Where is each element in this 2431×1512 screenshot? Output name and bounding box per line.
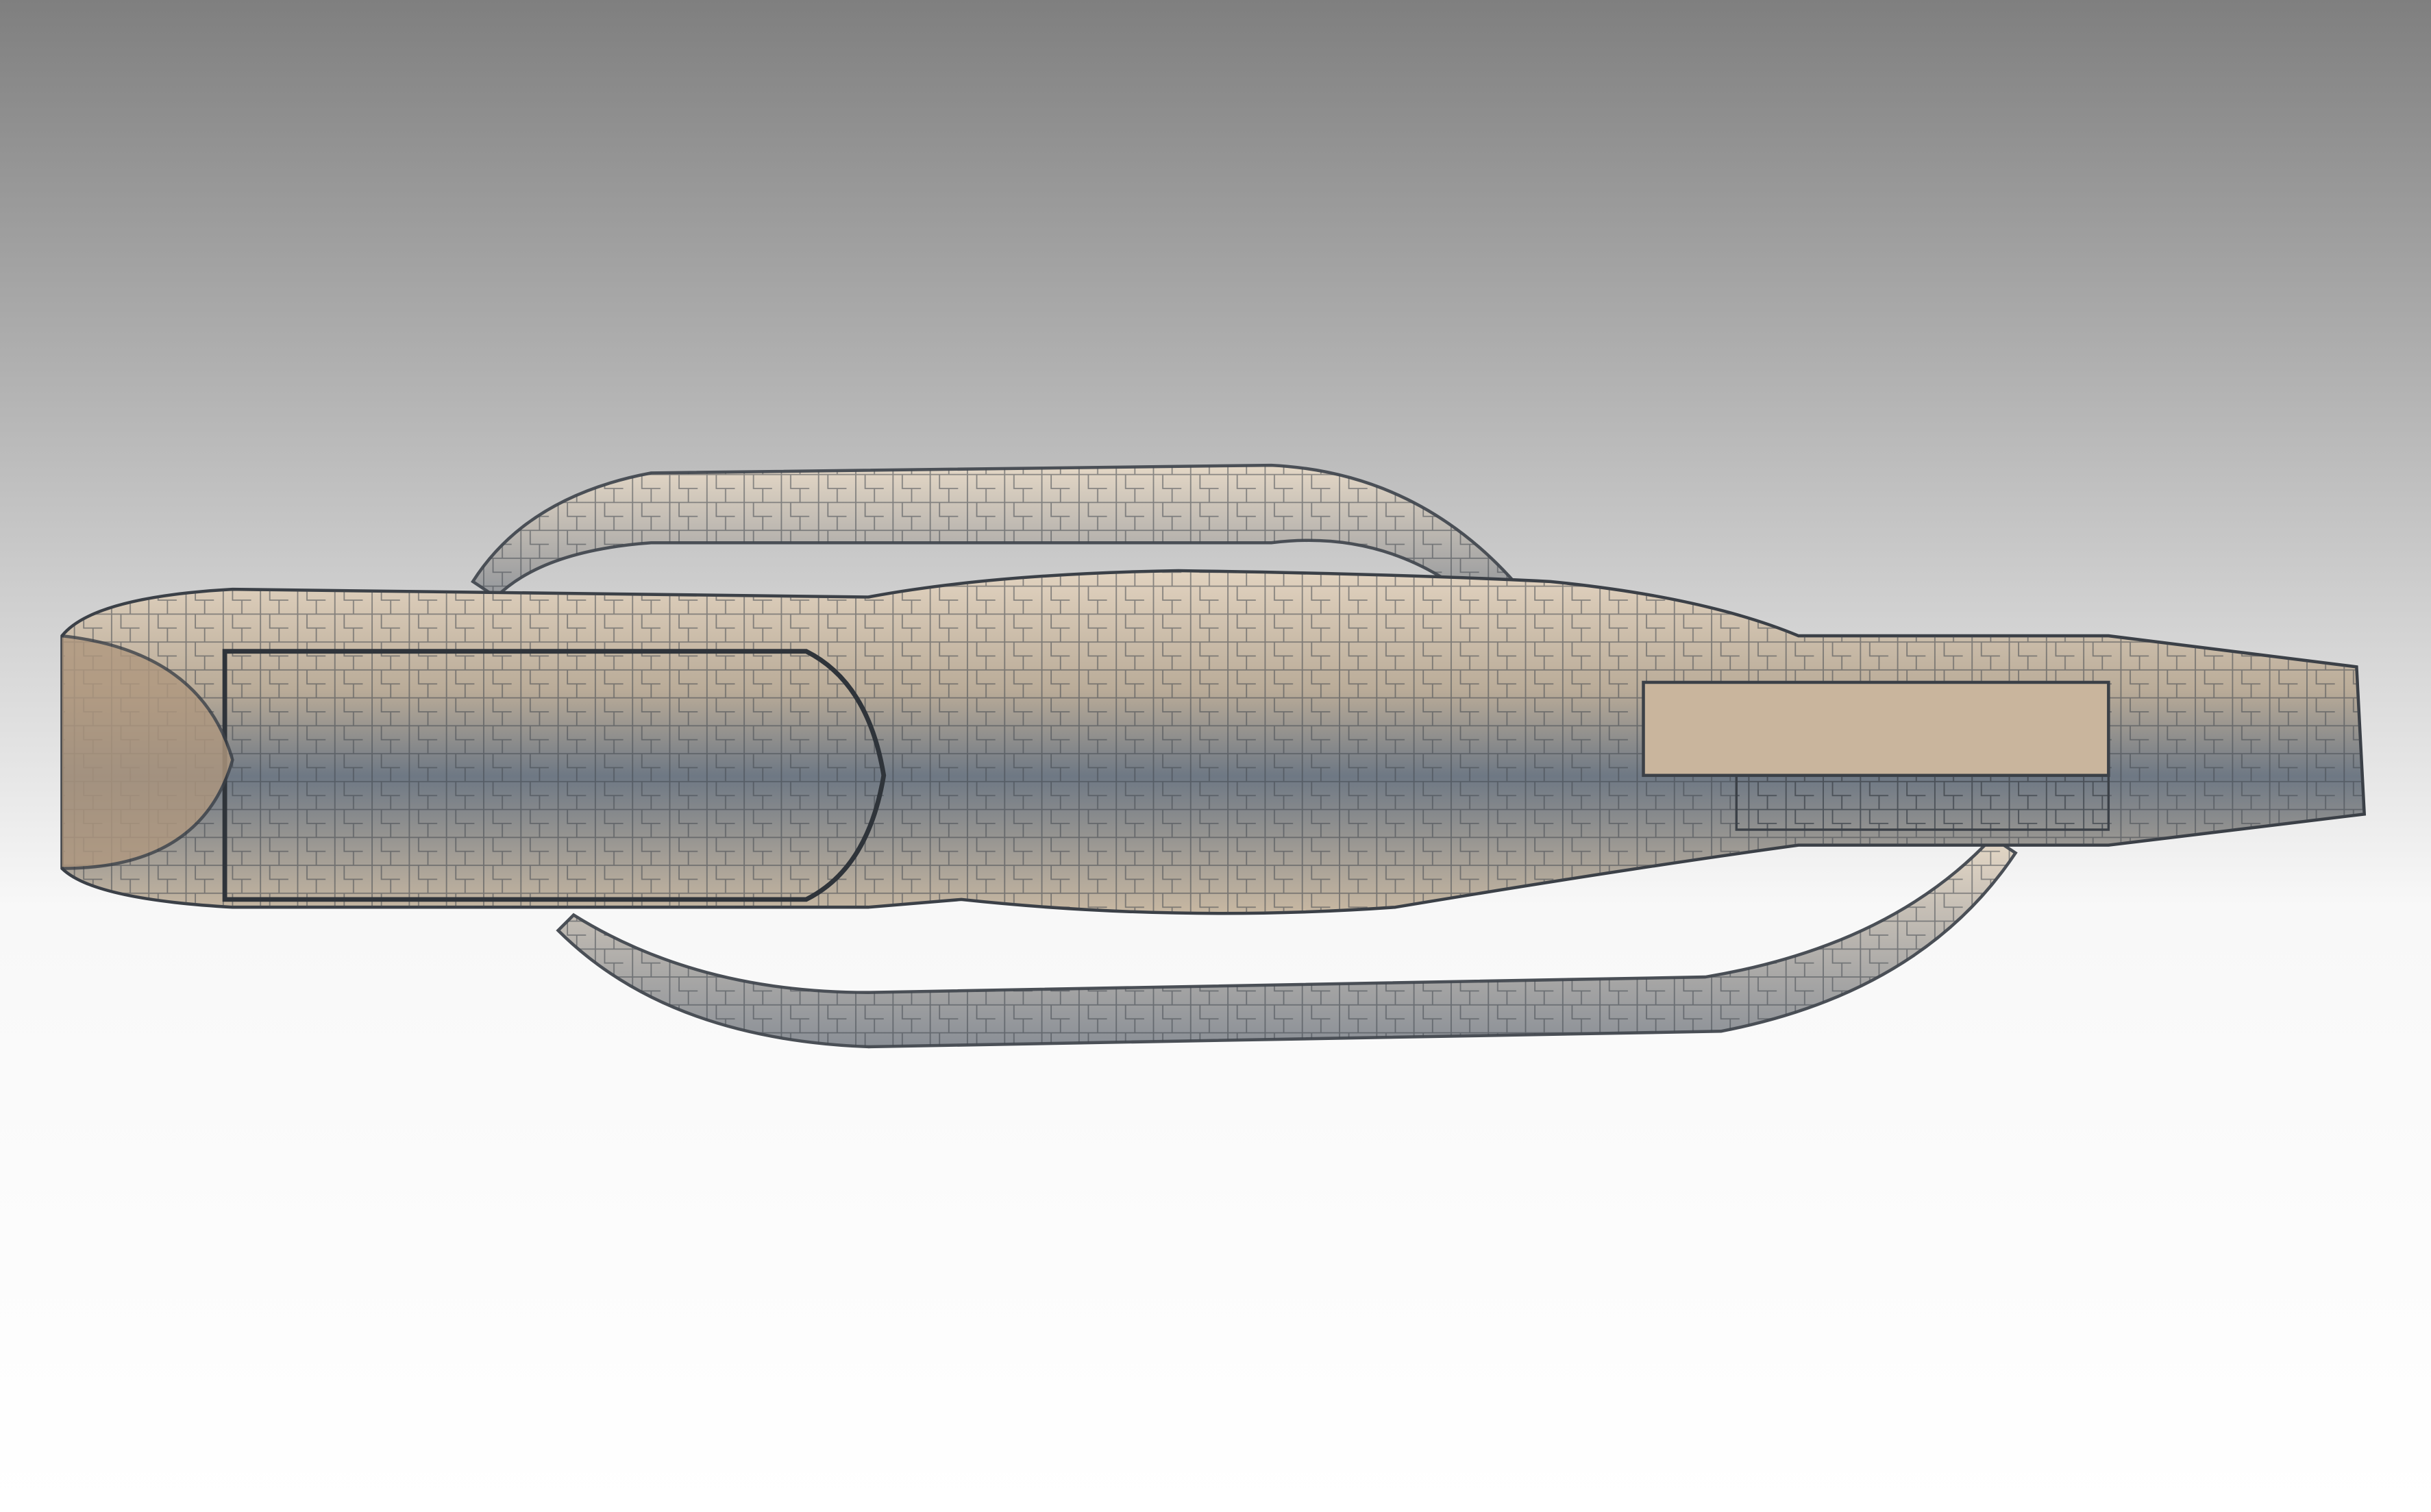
engine-section <box>222 649 887 902</box>
spaceship <box>60 463 2367 1049</box>
rear-module <box>1642 680 2110 778</box>
